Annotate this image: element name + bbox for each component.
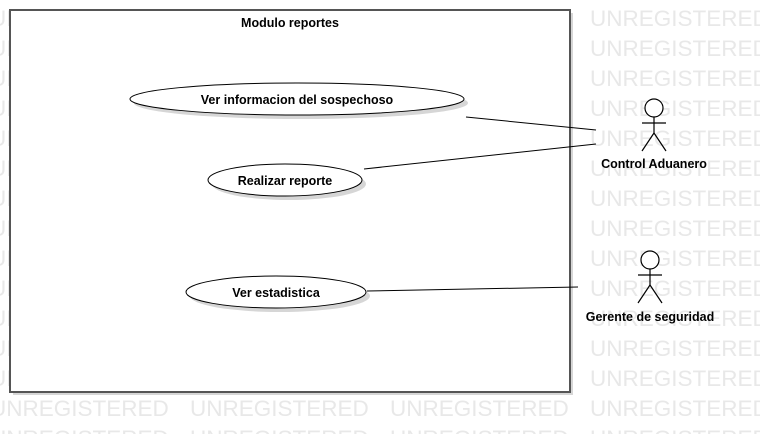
actor-label: Control Aduanero xyxy=(601,157,707,171)
watermark-text: UNREGISTERED xyxy=(590,6,760,31)
use-case-ellipse xyxy=(185,275,367,309)
association-line[interactable] xyxy=(366,286,579,292)
actor-label: Gerente de seguridad xyxy=(586,310,715,324)
use-case-label: Ver estadistica xyxy=(232,286,321,300)
actor-gerente-seguridad[interactable]: Gerente de seguridad xyxy=(586,250,715,324)
use-case-ver-informacion[interactable]: Ver informacion del sospechoso xyxy=(129,82,468,119)
actor-head xyxy=(640,250,660,270)
watermark-text: UNREGISTERED xyxy=(190,426,369,434)
use-case-ellipse xyxy=(207,163,363,197)
system-boundary-frame xyxy=(9,9,571,393)
actor-leg xyxy=(637,284,651,304)
watermark-text: UNREGISTERED xyxy=(590,426,760,434)
watermark-text: UNREGISTERED xyxy=(590,156,760,181)
actor-head xyxy=(644,98,664,118)
watermark-text: UNREGISTERED xyxy=(190,396,369,421)
watermark-text: UNREGISTERED xyxy=(390,426,569,434)
watermark-text: UNREGISTERED xyxy=(590,36,760,61)
actor-leg xyxy=(649,284,663,304)
use-case-ellipse xyxy=(129,82,465,116)
watermark-text: UNREGISTERED xyxy=(590,96,760,121)
watermark-text: UNREGISTERED xyxy=(590,66,760,91)
actor-leg xyxy=(641,132,655,152)
actor-leg xyxy=(653,132,667,152)
association-line[interactable] xyxy=(363,143,597,170)
use-case-ver-estadistica[interactable]: Ver estadistica xyxy=(185,275,370,312)
watermark-text: UNREGISTERED xyxy=(590,366,760,391)
system-boundary[interactable]: Modulo reportes xyxy=(9,9,573,395)
watermark-text: UNREGISTERED xyxy=(590,246,760,271)
use-case-label: Ver informacion del sospechoso xyxy=(201,93,394,107)
system-title: Modulo reportes xyxy=(241,16,339,30)
watermark-text: UNREGISTERED xyxy=(590,186,760,211)
watermark-text: UNREGISTERED xyxy=(0,426,169,434)
watermark-text: UNREGISTERED xyxy=(590,336,760,361)
association-line[interactable] xyxy=(465,116,597,131)
watermark-text: UNREGISTERED xyxy=(590,396,760,421)
actor-control-aduanero[interactable]: Control Aduanero xyxy=(601,98,707,171)
watermark-text: UNREGISTERED xyxy=(0,396,169,421)
watermark-text: UNREGISTERED xyxy=(590,126,760,151)
use-case-realizar-reporte[interactable]: Realizar reporte xyxy=(207,163,366,200)
watermark-text: UNREGISTERED xyxy=(590,306,760,331)
watermark-text: UNREGISTERED xyxy=(590,276,760,301)
use-case-label: Realizar reporte xyxy=(238,174,333,188)
associations xyxy=(363,116,597,292)
watermark-text: UNREGISTERED xyxy=(390,396,569,421)
watermark-text: UNREGISTERED xyxy=(590,216,760,241)
